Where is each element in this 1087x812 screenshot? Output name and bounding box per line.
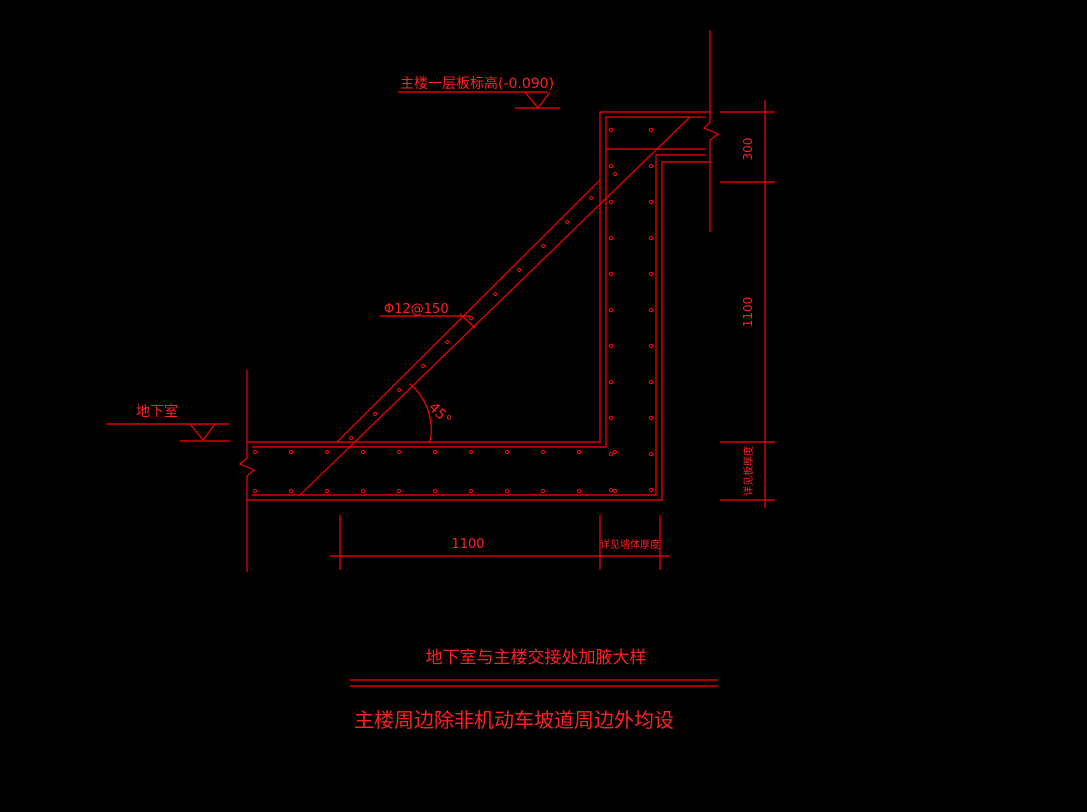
rebar-dot bbox=[612, 449, 618, 455]
rebar-dot bbox=[576, 449, 582, 455]
dim-label-mid: 1100 bbox=[741, 297, 755, 328]
rebar-dot bbox=[648, 271, 654, 277]
rebar-dot bbox=[540, 449, 546, 455]
rebar-dot bbox=[396, 449, 402, 455]
dim-label-bottom: 详见板厚度 bbox=[742, 446, 755, 496]
rebar-dot bbox=[396, 488, 402, 494]
rebar-dot bbox=[648, 163, 654, 169]
rebar-dot bbox=[608, 487, 614, 493]
rebar-dot bbox=[420, 363, 426, 369]
rebar-dot bbox=[540, 488, 546, 494]
haunch-outline bbox=[247, 111, 710, 443]
dim-label-horizontal: 1100 bbox=[451, 537, 484, 552]
rebar-dot bbox=[612, 171, 618, 177]
rebar-dot bbox=[648, 487, 654, 493]
rebar-dot bbox=[468, 315, 474, 321]
rebar-dot bbox=[648, 235, 654, 241]
rebar-dot bbox=[360, 449, 366, 455]
haunch-rebar-diagonal bbox=[299, 116, 691, 496]
rebar-dot bbox=[648, 127, 654, 133]
basement-triangle bbox=[189, 423, 216, 441]
rebar-dot bbox=[288, 449, 294, 455]
dim-label-top: 300 bbox=[741, 138, 755, 161]
rebar-dot bbox=[608, 379, 614, 385]
rebar-dot bbox=[492, 291, 498, 297]
rebar-leader-tick bbox=[459, 313, 476, 329]
rebar-dot bbox=[608, 271, 614, 277]
rebar-dot bbox=[444, 339, 450, 345]
rebar-label: Φ12@150 bbox=[384, 302, 449, 317]
elevation-triangle bbox=[524, 91, 551, 109]
rebar-dot bbox=[648, 343, 654, 349]
rebar-dot bbox=[396, 387, 402, 393]
rebar-dot bbox=[252, 488, 258, 494]
rebar-dot bbox=[360, 488, 366, 494]
rebar-dot bbox=[516, 267, 522, 273]
rebar-inner-bottom bbox=[252, 154, 706, 496]
rebar-dot bbox=[608, 127, 614, 133]
rebar-dot bbox=[324, 449, 330, 455]
rebar-dot bbox=[608, 235, 614, 241]
rebar-dot bbox=[608, 199, 614, 205]
basement-label: 地下室 bbox=[136, 403, 178, 420]
rebar-dot bbox=[608, 307, 614, 313]
rebar-dot bbox=[348, 435, 354, 441]
rebar-dot bbox=[432, 449, 438, 455]
rebar-dot bbox=[372, 411, 378, 417]
rebar-dot bbox=[648, 379, 654, 385]
rebar-dot bbox=[608, 451, 614, 457]
rebar-dot bbox=[648, 451, 654, 457]
rebar-dot bbox=[504, 488, 510, 494]
rebar-dot bbox=[608, 163, 614, 169]
right-break-line bbox=[702, 30, 720, 232]
rebar-dot bbox=[576, 488, 582, 494]
drawing-note: 主楼周边除非机动车坡道周边外均设 bbox=[354, 708, 674, 732]
haunch-diagonal bbox=[336, 179, 601, 443]
rebar-dot bbox=[564, 219, 570, 225]
left-break-line bbox=[238, 370, 256, 572]
elevation-label: 主楼一层板标高(-0.090) bbox=[400, 75, 554, 92]
rebar-dot bbox=[588, 195, 594, 201]
rebar-dot bbox=[612, 488, 618, 494]
rebar-dot bbox=[648, 307, 654, 313]
rebar-dot bbox=[608, 415, 614, 421]
rebar-dot bbox=[468, 449, 474, 455]
drawing-title: 地下室与主楼交接处加腋大样 bbox=[426, 648, 647, 668]
rebar-dot bbox=[432, 488, 438, 494]
angle-label: 45° bbox=[425, 400, 454, 429]
rebar-dot bbox=[504, 449, 510, 455]
rebar-dot bbox=[648, 415, 654, 421]
rebar-inner-top bbox=[252, 116, 706, 448]
rebar-dot bbox=[252, 449, 258, 455]
rebar-dot bbox=[288, 488, 294, 494]
rebar-dot bbox=[648, 199, 654, 205]
rebar-dot bbox=[540, 243, 546, 249]
rebar-dot bbox=[608, 343, 614, 349]
rebar-dot bbox=[468, 488, 474, 494]
rebar-dot bbox=[324, 488, 330, 494]
angle-arc bbox=[409, 383, 432, 443]
dim-label-wall: 详见墙体厚度 bbox=[600, 538, 660, 551]
slab-bottom-line bbox=[247, 161, 710, 501]
